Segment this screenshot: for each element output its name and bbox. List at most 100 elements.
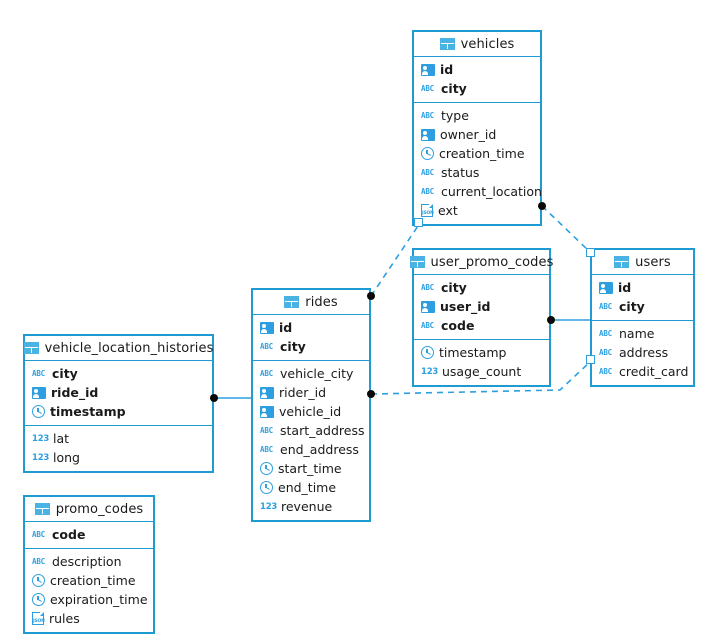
relationship-endpoint-square-vehicles-to-rides[interactable] bbox=[414, 218, 423, 227]
abc-icon: ABC bbox=[421, 167, 434, 177]
abc-icon: ABC bbox=[421, 186, 434, 196]
entity-title: vehicles bbox=[460, 36, 515, 52]
abc-icon: ABC bbox=[260, 425, 273, 435]
number-icon: 123 bbox=[32, 452, 50, 463]
entity-title: promo_codes bbox=[55, 501, 144, 517]
column-vehicle_id[interactable]: vehicle_id bbox=[253, 402, 369, 421]
relationship-endpoint-dot-vehicles-to-rides[interactable] bbox=[367, 292, 375, 300]
entity-title: rides bbox=[305, 294, 338, 310]
relationship-endpoint-dot-rides-to-users[interactable] bbox=[367, 390, 375, 398]
column-start_time[interactable]: start_time bbox=[253, 459, 369, 478]
column-name: long bbox=[53, 450, 80, 465]
abc-icon: ABC bbox=[599, 301, 612, 311]
column-creation_time[interactable]: creation_time bbox=[414, 144, 540, 163]
table-icon bbox=[34, 503, 50, 515]
clock-icon bbox=[32, 405, 45, 418]
number-icon: 123 bbox=[421, 366, 439, 377]
entity-header-vehicle_location_histories[interactable]: vehicle_location_histories bbox=[23, 336, 213, 361]
column-name: id bbox=[279, 320, 293, 335]
relationship-endpoint-square-vehicles-to-users[interactable] bbox=[586, 248, 595, 257]
key-column-id[interactable]: id bbox=[414, 60, 540, 79]
clock-icon bbox=[32, 593, 45, 606]
column-timestamp[interactable]: timestamp bbox=[414, 343, 549, 362]
column-name: start_time bbox=[278, 461, 342, 476]
relationship-endpoint-dot-vehicles-to-users[interactable] bbox=[538, 202, 546, 210]
abc-icon: ABC bbox=[260, 341, 273, 351]
json-icon: JSON bbox=[32, 612, 45, 625]
abc-icon: ABC bbox=[260, 368, 273, 378]
number-icon: 123 bbox=[260, 501, 278, 512]
relationship-endpoint-square-rides-to-users[interactable] bbox=[586, 355, 595, 364]
column-name: city bbox=[52, 366, 78, 381]
column-end_time[interactable]: end_time bbox=[253, 478, 369, 497]
entity-header-users[interactable]: users bbox=[592, 250, 693, 275]
entity-header-user_promo_codes[interactable]: user_promo_codes bbox=[409, 250, 553, 275]
key-column-timestamp[interactable]: timestamp bbox=[25, 402, 212, 421]
column-name: city bbox=[619, 299, 645, 314]
key-column-city[interactable]: ABC city bbox=[253, 337, 369, 356]
abc-icon: ABC bbox=[32, 529, 45, 539]
entity-header-vehicles[interactable]: vehicles bbox=[414, 32, 540, 57]
column-name: city bbox=[280, 339, 306, 354]
column-owner_id[interactable]: owner_id bbox=[414, 125, 540, 144]
column-name: description bbox=[52, 554, 122, 569]
key-column-id[interactable]: id bbox=[592, 278, 693, 297]
column-name: end_address bbox=[280, 442, 359, 457]
clock-icon bbox=[260, 481, 273, 494]
person-icon bbox=[260, 405, 274, 418]
key-column-city[interactable]: ABC city bbox=[592, 297, 693, 316]
column-description[interactable]: ABC description bbox=[25, 552, 153, 571]
column-expiration_time[interactable]: expiration_time bbox=[25, 590, 153, 609]
column-name: name bbox=[619, 326, 655, 341]
relationship-endpoint-dot-user-promo-codes-to-users[interactable] bbox=[547, 316, 555, 324]
json-icon: JSON bbox=[421, 204, 434, 217]
key-column-ride_id[interactable]: ride_id bbox=[25, 383, 212, 402]
column-status[interactable]: ABC status bbox=[414, 163, 540, 182]
clock-icon bbox=[32, 574, 45, 587]
relationship-endpoint-dot-vehicle-location-histories-to-rides[interactable] bbox=[210, 394, 218, 402]
column-rider_id[interactable]: rider_id bbox=[253, 383, 369, 402]
column-name: id bbox=[618, 280, 632, 295]
abc-icon: ABC bbox=[599, 347, 612, 357]
column-creation_time[interactable]: creation_time bbox=[25, 571, 153, 590]
key-column-user_id[interactable]: user_id bbox=[414, 297, 549, 316]
person-icon bbox=[421, 300, 435, 313]
entity-header-promo_codes[interactable]: promo_codes bbox=[25, 497, 153, 522]
abc-icon: ABC bbox=[32, 556, 45, 566]
column-name: status bbox=[441, 165, 480, 180]
column-name: vehicle_id bbox=[279, 404, 342, 419]
person-icon bbox=[421, 63, 435, 76]
person-icon bbox=[599, 281, 613, 294]
key-column-id[interactable]: id bbox=[253, 318, 369, 337]
entity-header-rides[interactable]: rides bbox=[253, 290, 369, 315]
